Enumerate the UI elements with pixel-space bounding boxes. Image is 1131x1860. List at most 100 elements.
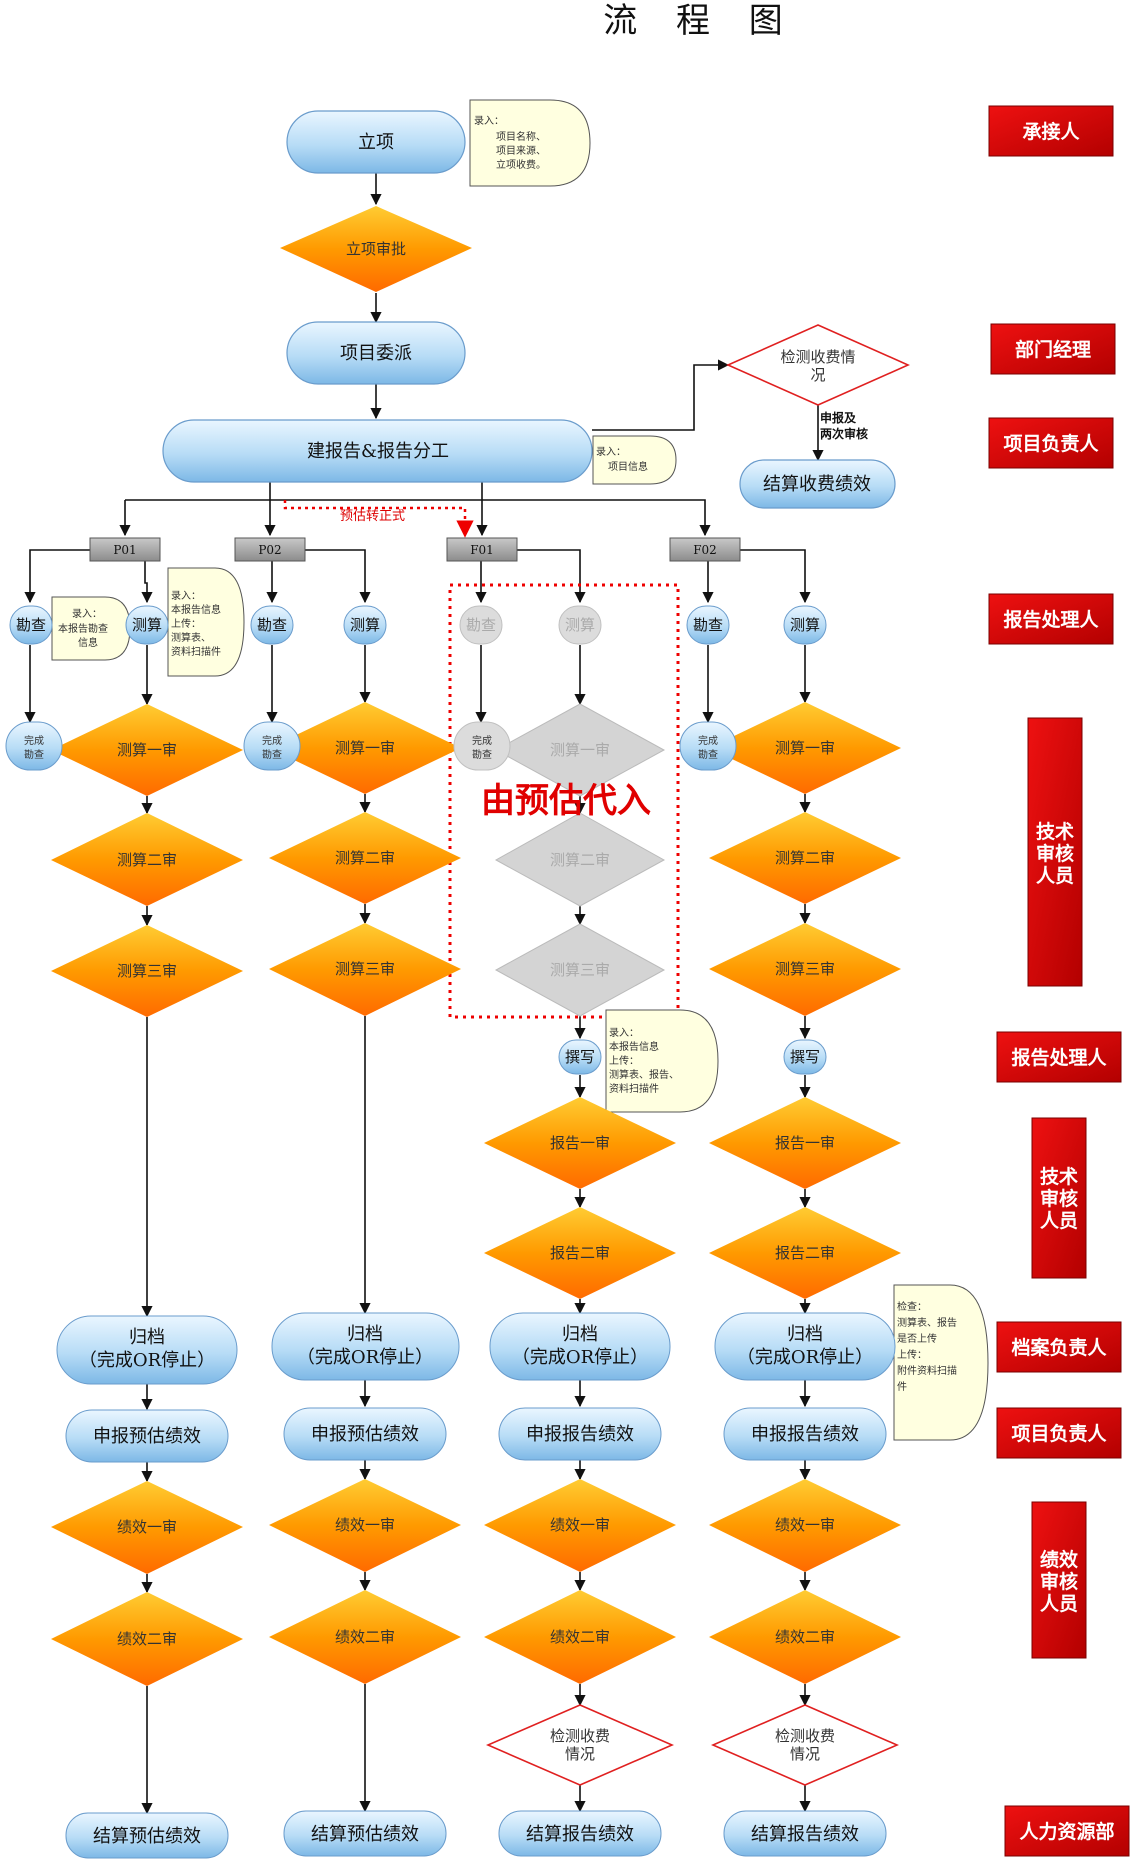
diamond-perf2-f01[interactable]: 绩效二审 bbox=[484, 1590, 676, 1684]
svg-text:归档: 归档 bbox=[787, 1324, 823, 1345]
pill-done-survey-p02[interactable]: 完成 勘查 bbox=[243, 721, 301, 771]
svg-text:测算: 测算 bbox=[790, 616, 820, 634]
diamond-calc1-p02[interactable]: 测算一审 bbox=[269, 702, 461, 794]
pill-calc-p01[interactable]: 测算 bbox=[125, 605, 169, 645]
svg-text:勘查: 勘查 bbox=[698, 748, 718, 761]
diamond-perf1-p02[interactable]: 绩效一审 bbox=[269, 1479, 461, 1572]
pill-archive-p01[interactable]: 归档 （完成OR停止） bbox=[56, 1315, 238, 1385]
diamond-calc1-p01[interactable]: 测算一审 bbox=[51, 704, 243, 796]
svg-text:两次审核: 两次审核 bbox=[820, 426, 868, 441]
diamond-calc3-p01[interactable]: 测算三审 bbox=[51, 925, 243, 1017]
diamond-calc3-f02[interactable]: 测算三审 bbox=[709, 923, 901, 1016]
diamond-perf2-p01[interactable]: 绩效二审 bbox=[51, 1592, 243, 1686]
pill-archive-p02[interactable]: 归档 （完成OR停止） bbox=[271, 1312, 460, 1381]
pill-start[interactable]: 立项 bbox=[286, 110, 466, 174]
branch-box-f02[interactable]: F02 bbox=[669, 537, 741, 562]
svg-text:附件资料扫描: 附件资料扫描 bbox=[897, 1364, 957, 1377]
pill-survey-p01[interactable]: 勘查 bbox=[9, 605, 53, 645]
note-report-entry: 录入： 本报告信息 上传： 测算表、报告、 资料扫描件 bbox=[605, 1009, 719, 1113]
svg-text:项目信息: 项目信息 bbox=[608, 460, 648, 473]
branch-box-p02[interactable]: P02 bbox=[234, 537, 306, 562]
note-calc-entry: 录入： 本报告信息 上传： 测算表、 资料扫描件 bbox=[167, 567, 245, 677]
pill-declare-rep-f01[interactable]: 申报报告绩效 bbox=[498, 1407, 662, 1461]
svg-text:本报告信息: 本报告信息 bbox=[171, 603, 221, 616]
diamond-rep1-f02[interactable]: 报告一审 bbox=[709, 1097, 901, 1189]
svg-text:建报告&报告分工: 建报告&报告分工 bbox=[307, 441, 449, 462]
pill-calc-p02[interactable]: 测算 bbox=[343, 605, 387, 645]
diamond-check-fee-f02[interactable]: 检测收费 情况 bbox=[710, 1704, 900, 1786]
pill-calc-f02[interactable]: 测算 bbox=[783, 605, 827, 645]
svg-text:立项审批: 立项审批 bbox=[346, 240, 406, 258]
diamond-calc1-f02[interactable]: 测算一审 bbox=[709, 702, 901, 794]
diamond-rep2-f02[interactable]: 报告二审 bbox=[709, 1207, 901, 1299]
svg-text:检测收费情: 检测收费情 bbox=[780, 348, 855, 366]
pill-write-f01[interactable]: 撰写 bbox=[558, 1039, 602, 1075]
svg-text:人员: 人员 bbox=[1040, 1210, 1078, 1232]
diamond-project-approval[interactable]: 立项审批 bbox=[280, 206, 472, 292]
svg-text:报告一审: 报告一审 bbox=[775, 1134, 835, 1152]
svg-text:P02: P02 bbox=[258, 543, 281, 557]
pill-archive-f02[interactable]: 归档 （完成OR停止） bbox=[714, 1312, 896, 1381]
diamond-check-fee-top[interactable]: 检测收费情 况 bbox=[726, 324, 910, 406]
svg-text:审核: 审核 bbox=[1040, 1570, 1078, 1593]
role-archive-manager: 档案负责人 bbox=[996, 1321, 1122, 1373]
note-survey-entry: 录入： 本报告勘查 信息 bbox=[51, 596, 131, 661]
svg-text:人力资源部: 人力资源部 bbox=[1019, 1820, 1114, 1843]
svg-text:测算: 测算 bbox=[350, 616, 380, 634]
note-project-info: 录入： 项目信息 bbox=[592, 435, 677, 485]
svg-text:勘查: 勘查 bbox=[466, 616, 496, 634]
svg-text:资料扫描件: 资料扫描件 bbox=[171, 645, 221, 658]
pill-survey-p02[interactable]: 勘查 bbox=[250, 605, 294, 645]
diamond-calc2-p01[interactable]: 测算二审 bbox=[51, 813, 243, 906]
diamond-perf1-p01[interactable]: 绩效一审 bbox=[51, 1481, 243, 1574]
branch-box-f01[interactable]: F01 bbox=[446, 537, 518, 562]
svg-text:结算报告绩效: 结算报告绩效 bbox=[751, 1824, 859, 1845]
pill-done-survey-p01[interactable]: 完成 勘查 bbox=[5, 721, 63, 771]
pill-done-survey-f02[interactable]: 完成 勘查 bbox=[679, 721, 737, 771]
pill-declare-rep-f02[interactable]: 申报报告绩效 bbox=[723, 1407, 887, 1461]
svg-text:测算二审: 测算二审 bbox=[775, 849, 835, 867]
svg-text:F02: F02 bbox=[693, 543, 717, 557]
svg-text:绩效一审: 绩效一审 bbox=[775, 1516, 835, 1534]
pill-settle-rep-f01[interactable]: 结算报告绩效 bbox=[498, 1810, 662, 1857]
pill-write-f02[interactable]: 撰写 bbox=[783, 1039, 827, 1075]
svg-text:情况: 情况 bbox=[565, 1745, 595, 1763]
pill-declare-est-p02[interactable]: 申报预估绩效 bbox=[283, 1407, 447, 1461]
pill-settle-fee[interactable]: 结算收费绩效 bbox=[739, 459, 896, 509]
svg-text:上传：: 上传： bbox=[609, 1055, 639, 1067]
diamond-perf1-f02[interactable]: 绩效一审 bbox=[709, 1479, 901, 1572]
diamond-rep2-f01[interactable]: 报告二审 bbox=[484, 1207, 676, 1299]
svg-text:勘查: 勘查 bbox=[693, 616, 723, 634]
diamond-calc3-p02[interactable]: 测算三审 bbox=[269, 923, 461, 1016]
diamond-calc2-p02[interactable]: 测算二审 bbox=[269, 812, 461, 904]
svg-text:绩效: 绩效 bbox=[1040, 1548, 1078, 1571]
pill-build-report[interactable]: 建报告&报告分工 bbox=[162, 419, 593, 483]
svg-text:绩效一审: 绩效一审 bbox=[550, 1516, 610, 1534]
branch-box-p01[interactable]: P01 bbox=[89, 537, 161, 562]
diamond-perf1-f01[interactable]: 绩效一审 bbox=[484, 1479, 676, 1572]
diamond-rep1-f01[interactable]: 报告一审 bbox=[484, 1097, 676, 1189]
diamond-calc2-f02[interactable]: 测算二审 bbox=[709, 812, 901, 904]
svg-text:报告处理人: 报告处理人 bbox=[1003, 608, 1099, 631]
pill-settle-est-p01[interactable]: 结算预估绩效 bbox=[65, 1812, 229, 1859]
pill-project-assign[interactable]: 项目委派 bbox=[286, 321, 466, 385]
pill-declare-est-p01[interactable]: 申报预估绩效 bbox=[65, 1409, 229, 1463]
svg-text:报告二审: 报告二审 bbox=[550, 1244, 610, 1262]
svg-text:档案负责人: 档案负责人 bbox=[1011, 1336, 1107, 1359]
pill-archive-f01[interactable]: 归档 （完成OR停止） bbox=[489, 1312, 671, 1381]
pill-settle-est-p02[interactable]: 结算预估绩效 bbox=[283, 1810, 447, 1857]
svg-text:部门经理: 部门经理 bbox=[1015, 338, 1091, 361]
svg-text:归档: 归档 bbox=[347, 1324, 383, 1345]
pill-survey-f02[interactable]: 勘查 bbox=[686, 605, 730, 645]
svg-text:测算三审: 测算三审 bbox=[335, 960, 395, 978]
diamond-check-fee-f01[interactable]: 检测收费 情况 bbox=[485, 1704, 675, 1786]
svg-text:（完成OR停止）: （完成OR停止） bbox=[297, 1347, 433, 1368]
pill-settle-rep-f02[interactable]: 结算报告绩效 bbox=[723, 1810, 887, 1857]
svg-text:撰写: 撰写 bbox=[565, 1048, 595, 1066]
svg-text:F01: F01 bbox=[470, 543, 494, 557]
svg-text:件: 件 bbox=[897, 1381, 907, 1393]
diamond-perf2-f02[interactable]: 绩效二审 bbox=[709, 1590, 901, 1684]
svg-text:技术: 技术 bbox=[1036, 820, 1074, 843]
diamond-perf2-p02[interactable]: 绩效二审 bbox=[269, 1590, 461, 1684]
